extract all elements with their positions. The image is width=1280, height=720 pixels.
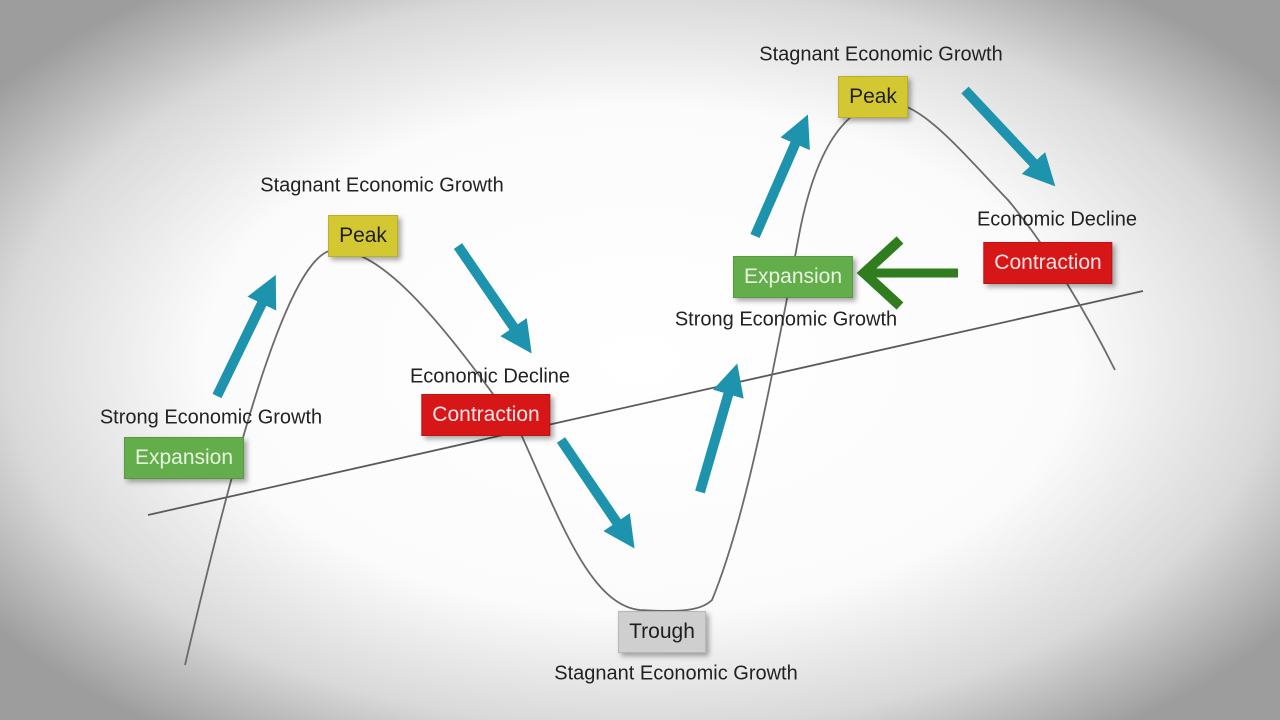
- caption-decline-1: Economic Decline: [409, 365, 571, 388]
- trend-line: [147, 290, 1144, 516]
- contraction-box-2: Contraction: [983, 242, 1113, 284]
- caption-strong-growth-1: Strong Economic Growth: [99, 406, 323, 429]
- expansion-box-1: Expansion: [123, 437, 245, 479]
- peak-box-2: Peak: [838, 76, 908, 118]
- arrow-icon: [961, 86, 1056, 187]
- peak-box-1: Peak: [328, 215, 398, 257]
- arrow-icon: [556, 437, 635, 549]
- expansion-box-2: Expansion: [732, 256, 854, 298]
- caption-decline-2: Economic Decline: [976, 208, 1138, 231]
- contraction-box-1: Contraction: [421, 394, 551, 436]
- arrow-icon: [750, 114, 810, 238]
- caption-stagnant-growth-1: Stagnant Economic Growth: [260, 174, 504, 197]
- arrow-icon: [453, 243, 532, 354]
- caption-stagnant-growth-3: Stagnant Economic Growth: [759, 43, 1003, 66]
- trough-box: Trough: [618, 611, 706, 653]
- caption-strong-growth-2: Strong Economic Growth: [674, 308, 898, 331]
- caption-stagnant-growth-2: Stagnant Economic Growth: [554, 662, 798, 685]
- arrow-icon: [212, 274, 277, 399]
- arrow-icon: [695, 363, 744, 494]
- left-arrow-icon: [856, 236, 958, 310]
